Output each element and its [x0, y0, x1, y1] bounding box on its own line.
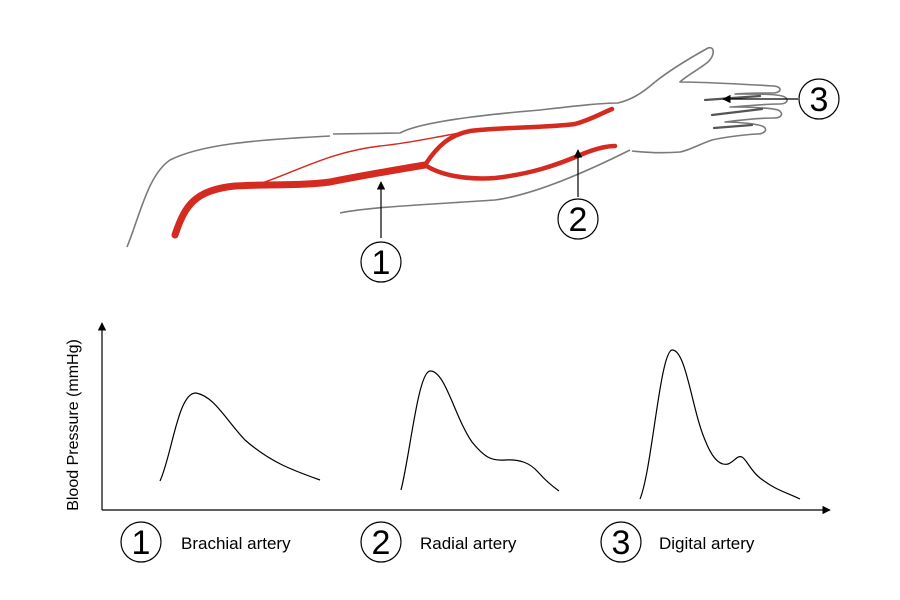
number-label: 1: [132, 524, 151, 562]
caption-digital: 3 Digital artery: [600, 521, 755, 563]
arm-label-2: 2: [557, 149, 599, 240]
forearm-bottom-outline: [339, 149, 631, 214]
hand-outline: [631, 46, 788, 154]
number-circle: [798, 78, 840, 120]
radial-artery: [422, 143, 618, 181]
number-circle: [600, 521, 642, 563]
number-label: 2: [569, 201, 588, 239]
number-circle: [557, 198, 599, 240]
waveform-brachial: [159, 392, 321, 482]
number-circle: [360, 521, 402, 563]
caption-radial: 2 Radial artery: [360, 521, 517, 563]
caption-label: Digital artery: [659, 534, 755, 553]
number-label: 3: [810, 81, 829, 119]
arm-label-3: 3: [722, 78, 840, 120]
pressure-chart: Blood Pressure (mmHg): [65, 322, 831, 515]
number-label: 1: [372, 244, 391, 282]
forearm-top-outline: [332, 81, 656, 135]
caption-label: Brachial artery: [181, 534, 291, 553]
waveform-digital: [639, 349, 801, 500]
number-label: 2: [372, 524, 391, 562]
finger-lines: [703, 94, 764, 130]
y-axis-label: Blood Pressure (mmHg): [65, 339, 82, 511]
upper-arm-outline: [126, 135, 331, 248]
collateral-artery: [261, 132, 461, 184]
ulnar-artery: [422, 106, 615, 168]
caption-brachial: 1 Brachial artery: [120, 521, 291, 563]
number-circle: [360, 241, 402, 283]
arm-label-1: 1: [360, 181, 402, 283]
waveform-radial: [400, 370, 560, 492]
arm-illustration: [126, 46, 788, 248]
number-label: 3: [612, 524, 631, 562]
number-circle: [120, 521, 162, 563]
caption-label: Radial artery: [420, 534, 517, 553]
brachial-artery: [171, 161, 429, 239]
